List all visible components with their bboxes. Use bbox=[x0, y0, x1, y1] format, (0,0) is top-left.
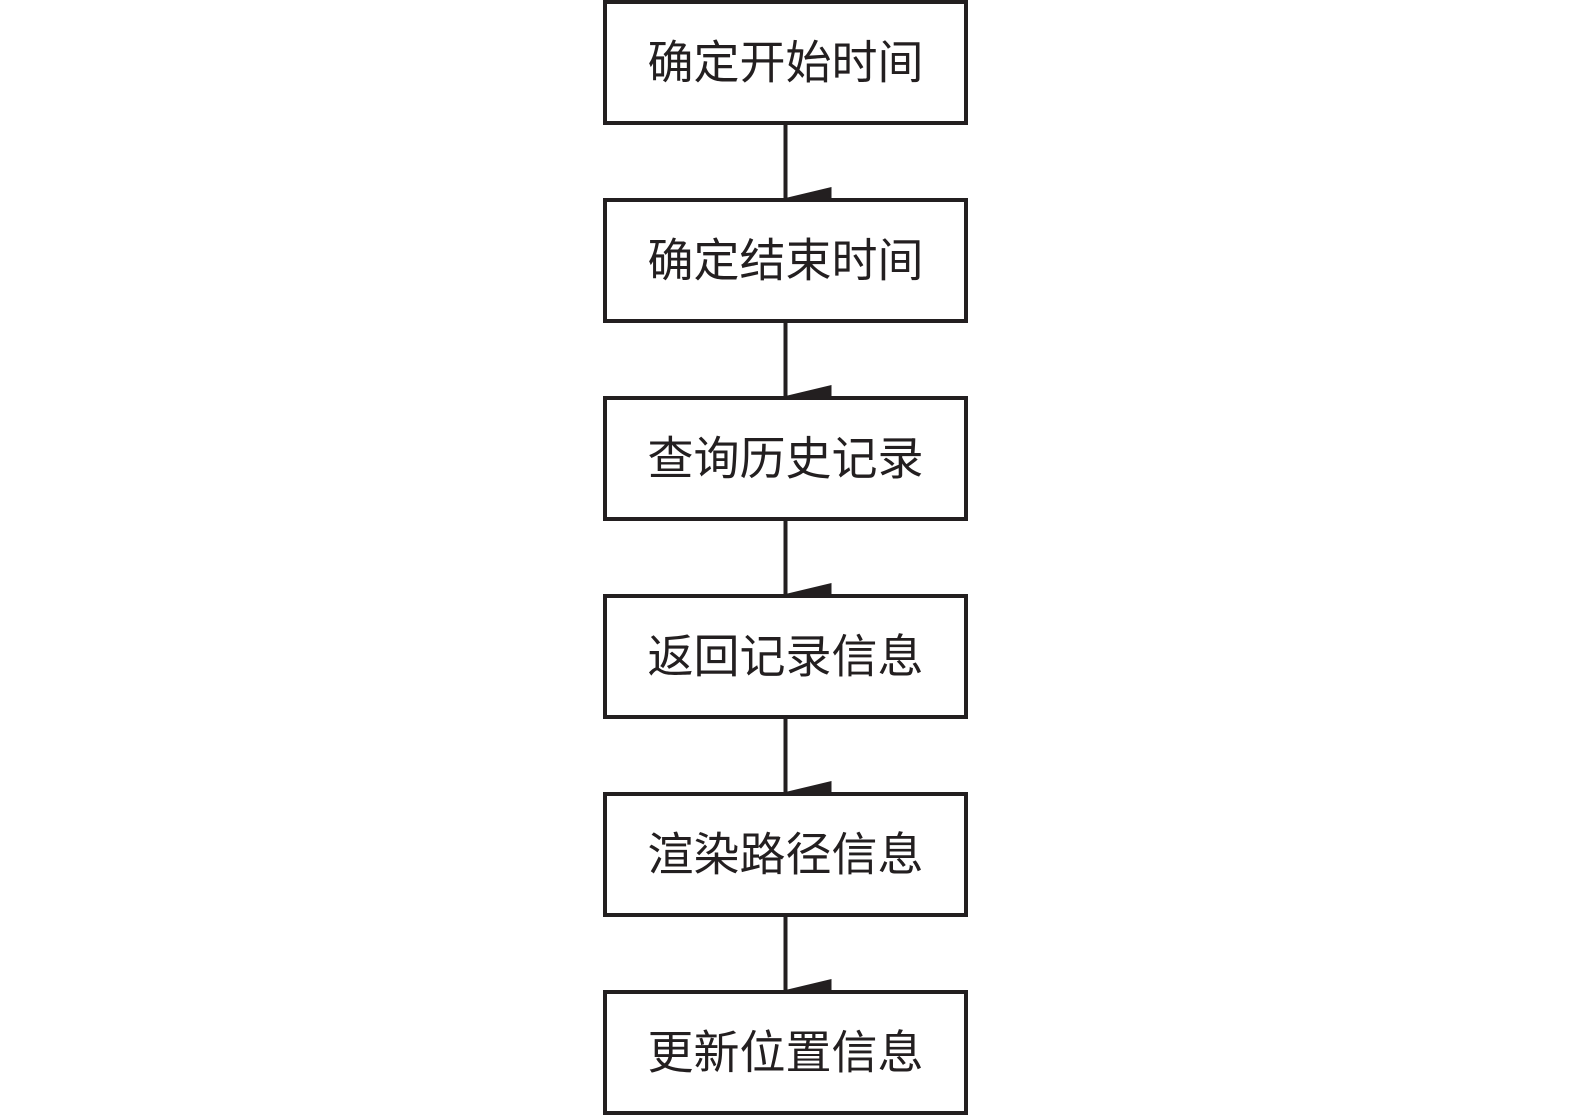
step-6: 更新位置信息 bbox=[603, 990, 968, 1115]
step-4-label: 返回记录信息 bbox=[648, 630, 924, 684]
step-1-box bbox=[603, 0, 968, 125]
step-5: 渲染路径信息 bbox=[603, 792, 968, 917]
step-5-label: 渲染路径信息 bbox=[648, 828, 924, 882]
step-2: 确定结束时间 bbox=[603, 198, 968, 323]
step-2-label: 确定结束时间 bbox=[648, 234, 924, 288]
step-6-box bbox=[603, 990, 968, 1115]
step-5-box bbox=[603, 792, 968, 917]
step-1: 确定开始时间 bbox=[603, 0, 968, 125]
step-6-label: 更新位置信息 bbox=[648, 1026, 924, 1080]
step-3-box bbox=[603, 396, 968, 521]
step-1-label: 确定开始时间 bbox=[648, 36, 924, 90]
step-2-box bbox=[603, 198, 968, 323]
step-3-label: 查询历史记录 bbox=[648, 432, 924, 486]
step-4: 返回记录信息 bbox=[603, 594, 968, 719]
step-3: 查询历史记录 bbox=[603, 396, 968, 521]
